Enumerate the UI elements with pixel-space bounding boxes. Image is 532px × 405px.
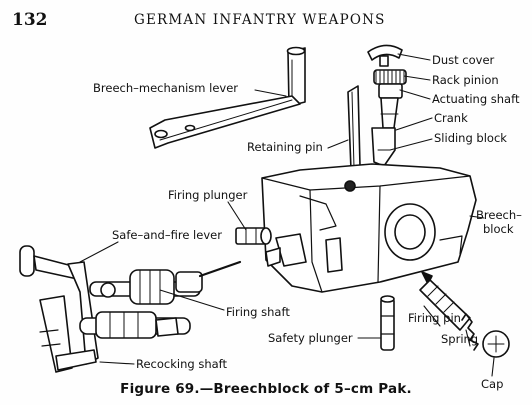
- label-firing-pin: Firing pin: [408, 311, 461, 325]
- label-actuating-shaft: Actuating shaft: [432, 92, 520, 106]
- label-cap: Cap: [481, 377, 503, 391]
- label-sliding-block: Sliding block: [434, 131, 507, 145]
- label-safe-and-fire-lever: Safe–and–fire lever: [112, 228, 222, 242]
- label-rack-pinion: Rack pinion: [432, 73, 499, 87]
- label-crank: Crank: [434, 111, 468, 125]
- firing-plunger-drawing: [235, 227, 281, 267]
- retaining-pin-drawing: [347, 85, 361, 171]
- label-breech-mechanism-lever: Breech–mechanism lever: [93, 81, 238, 95]
- label-retaining-pin: Retaining pin: [247, 140, 323, 154]
- leader-lines: [79, 53, 495, 377]
- firing-pin-spring-cap-drawing: [419, 271, 510, 358]
- page-number: 132: [12, 10, 48, 30]
- label-firing-shaft: Firing shaft: [226, 305, 290, 319]
- safety-plunger-drawing: [380, 295, 395, 351]
- label-dust-cover: Dust cover: [432, 53, 495, 67]
- breechblock-body-drawing: [261, 163, 477, 293]
- top-parts-drawing: [367, 44, 407, 167]
- label-firing-plunger: Firing plunger: [168, 188, 248, 202]
- label-recocking-shaft: Recocking shaft: [136, 357, 228, 371]
- running-head: GERMAN INFANTRY WEAPONS: [134, 12, 386, 28]
- firing-shaft-drawing: [89, 260, 242, 305]
- label-safety-plunger: Safety plunger: [268, 331, 353, 345]
- breech-mechanism-lever-drawing: [149, 46, 306, 149]
- figure-caption: Figure 69.—Breechblock of 5–cm Pak.: [120, 381, 412, 397]
- safe-and-fire-lever-drawing: [19, 245, 99, 373]
- label-spring: Spring: [441, 332, 478, 346]
- label-breechblock-line2: block: [483, 222, 514, 236]
- label-breechblock-line1: Breech–: [476, 208, 522, 222]
- recocking-shaft-drawing: [79, 311, 191, 339]
